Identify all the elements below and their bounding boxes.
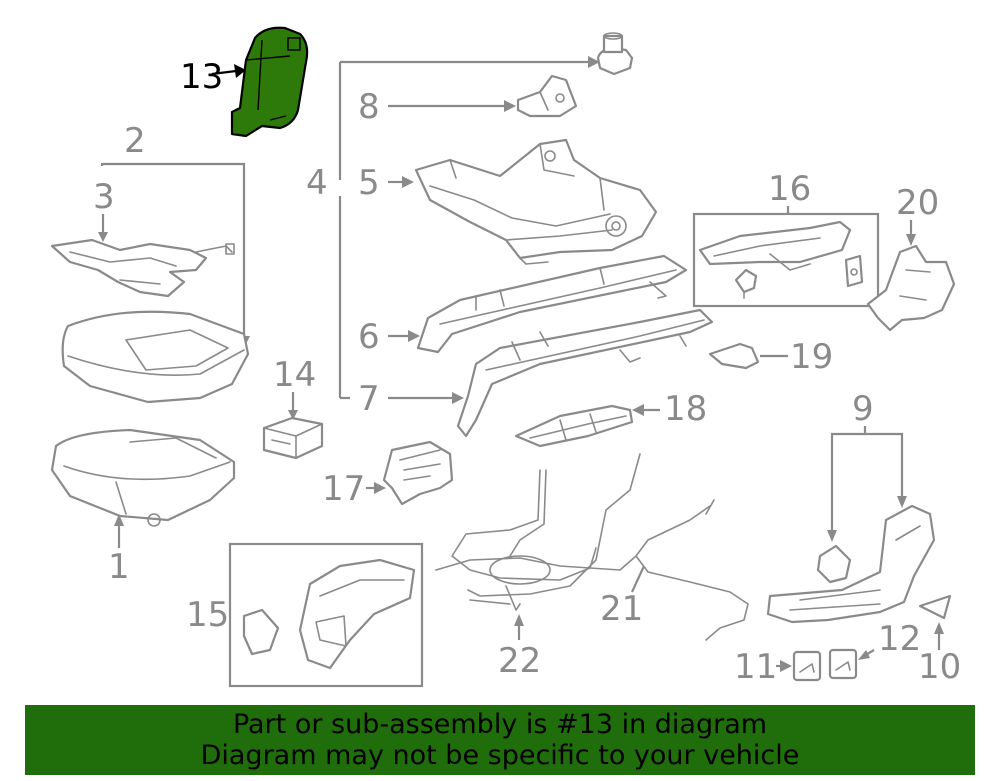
callout-6: 6 bbox=[358, 317, 380, 357]
callout-10: 10 bbox=[918, 647, 961, 687]
part-1-cushion-frame[interactable] bbox=[50, 428, 236, 527]
part-14-connector[interactable] bbox=[262, 416, 324, 460]
part-12-switch[interactable] bbox=[828, 648, 858, 680]
callout-7: 7 bbox=[358, 379, 380, 419]
part-18-cover[interactable] bbox=[514, 404, 634, 448]
part-20-cover[interactable] bbox=[866, 244, 956, 332]
callout-17: 17 bbox=[322, 469, 365, 509]
info-banner: Part or sub-assembly is #13 in diagram D… bbox=[25, 705, 975, 775]
callout-2: 2 bbox=[124, 121, 146, 161]
callout-4: 4 bbox=[306, 163, 328, 203]
part-11-switch[interactable] bbox=[792, 650, 822, 682]
callout-16: 16 bbox=[768, 169, 811, 209]
callout-15: 15 bbox=[186, 595, 229, 635]
parts-diagram: 13 2 3 1 14 4 8 5 6 7 bbox=[50, 26, 961, 688]
part-22-cable-assembly[interactable] bbox=[435, 453, 641, 611]
part-15-set[interactable] bbox=[242, 558, 416, 670]
part-7-rail[interactable] bbox=[456, 308, 714, 438]
callout-22: 22 bbox=[498, 641, 541, 681]
part-16-set[interactable] bbox=[698, 220, 864, 299]
callout-12: 12 bbox=[878, 619, 921, 659]
callout-13: 13 bbox=[180, 57, 223, 97]
banner-line-2: Diagram may not be specific to your vehi… bbox=[200, 740, 800, 771]
part-19-clip[interactable] bbox=[708, 342, 760, 370]
part-5-adjuster-frame[interactable] bbox=[414, 138, 658, 265]
callout-3: 3 bbox=[93, 177, 115, 217]
part-21-cable[interactable] bbox=[635, 499, 749, 641]
part-17-bracket[interactable] bbox=[382, 440, 454, 506]
callout-8: 8 bbox=[358, 87, 380, 127]
part-6-rail[interactable] bbox=[416, 254, 688, 354]
callout-9: 9 bbox=[852, 389, 874, 429]
part-2-cushion-pad[interactable] bbox=[61, 310, 250, 404]
part-3-heater-mat[interactable] bbox=[50, 238, 235, 298]
banner-line-1: Part or sub-assembly is #13 in diagram bbox=[232, 709, 768, 740]
part-10-cap[interactable] bbox=[918, 594, 952, 620]
callout-20: 20 bbox=[896, 183, 939, 223]
callout-11: 11 bbox=[734, 647, 777, 687]
part-8-bracket[interactable] bbox=[516, 74, 578, 118]
callout-18: 18 bbox=[664, 389, 707, 429]
part-13-highlighted[interactable] bbox=[230, 26, 309, 138]
callout-19: 19 bbox=[790, 337, 833, 377]
part-9-side-cover[interactable] bbox=[766, 504, 936, 624]
callout-5: 5 bbox=[358, 163, 380, 203]
callout-21: 21 bbox=[600, 589, 643, 629]
callout-1: 1 bbox=[108, 547, 130, 587]
callout-14: 14 bbox=[273, 355, 316, 395]
part-4-nut[interactable] bbox=[596, 32, 634, 76]
